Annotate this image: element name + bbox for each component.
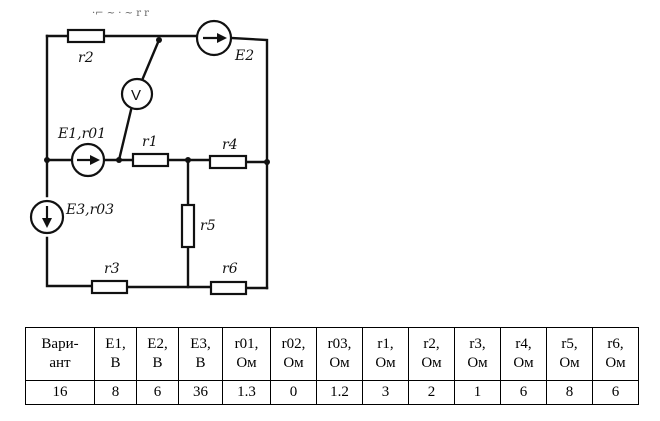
header-cell: r03,Ом [316,327,363,381]
top-scribble: ·⌐ ~ · ~ r r [92,8,149,19]
label-r2: r2 [78,50,94,66]
resistor-r3 [90,279,129,295]
resistor-r6 [209,280,248,296]
parameters-table: Вари-ант E1,В E2,В E3,В r01,Ом r02,Ом r0… [25,327,639,405]
value-cell: 1.2 [316,380,363,405]
value-cell: 0 [270,380,317,405]
source-e1 [70,142,106,178]
source-e3 [29,199,65,235]
header-cell: r6,Ом [592,327,639,381]
value-cell: 6 [592,380,639,405]
table-header-row: Вари-ант E1,В E2,В E3,В r01,Ом r02,Ом r0… [25,327,639,381]
header-cell: E1,В [94,327,137,381]
label-r4: r4 [222,137,238,153]
value-cell: 3 [362,380,409,405]
label-e2: E2 [234,48,254,64]
node-right [264,159,270,165]
value-cell: 8 [94,380,137,405]
voltmeter [120,77,154,111]
header-cell: r3,Ом [454,327,501,381]
value-cell: 6 [136,380,179,405]
voltmeter-label: V [131,87,141,104]
header-cell: r1,Ом [362,327,409,381]
header-cell: r2,Ом [408,327,455,381]
node-r5-top [185,157,191,163]
resistor-r5 [180,203,196,249]
header-cell: r01,Ом [222,327,271,381]
value-cell: 2 [408,380,455,405]
value-cell: 36 [178,380,223,405]
header-cell: r02,Ом [270,327,317,381]
source-e2 [195,19,233,57]
label-r1: r1 [142,134,158,150]
value-cell: 6 [500,380,547,405]
label-r6: r6 [222,261,238,277]
header-cell: E3,В [178,327,223,381]
resistor-r2 [66,28,106,44]
header-cell: r4,Ом [500,327,547,381]
value-cell: 8 [546,380,593,405]
table-row: 16 8 6 36 1.3 0 1.2 3 2 1 6 8 6 [25,380,639,405]
value-cell: 1 [454,380,501,405]
label-r5: r5 [200,218,216,234]
value-cell: 16 [25,380,95,405]
header-cell: E2,В [136,327,179,381]
label-e1-r01: E1,r01 [57,126,106,142]
header-cell: r5,Ом [546,327,593,381]
node-voltmeter [116,157,122,163]
circuit-wires [45,34,269,290]
node-left [44,157,50,163]
resistor-r1 [131,152,170,168]
resistor-r4 [208,154,248,170]
node-top [156,37,162,43]
value-cell: 1.3 [222,380,271,405]
header-cell: Вари-ант [25,327,95,381]
circuit-diagram: V ·⌐ ~ · ~ r r r2 E2 E1,r01 r1 r4 E3,r03… [29,8,270,296]
label-e3-r03: E3,r03 [65,202,114,218]
label-r3: r3 [104,261,120,277]
